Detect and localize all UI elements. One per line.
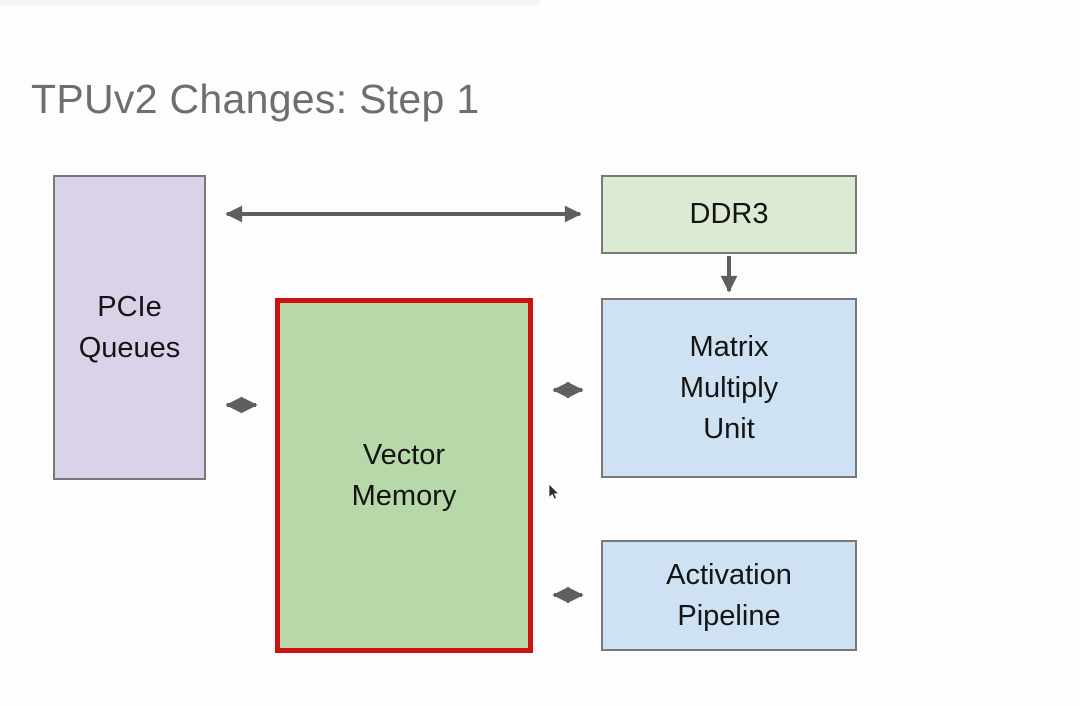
node-vector-memory-highlighted: Vector Memory (275, 298, 533, 653)
node-pcie-queues: PCIe Queues (53, 175, 206, 480)
ddr3-label: DDR3 (689, 198, 769, 230)
slide-title: TPUv2 Changes: Step 1 (31, 76, 480, 122)
top-edge-artifact (0, 0, 540, 5)
activation-pipeline-label: Activation Pipeline (666, 558, 792, 632)
mouse-cursor-icon (548, 483, 560, 500)
node-activation-pipeline: Activation Pipeline (601, 540, 857, 651)
pcie-queues-label: PCIe Queues (78, 290, 181, 364)
node-matrix-multiply-unit: Matrix Multiply Unit (601, 298, 857, 478)
vector-memory-label: Vector Memory (351, 438, 457, 512)
node-ddr3: DDR3 (601, 175, 857, 254)
matrix-multiply-unit-label: Matrix Multiply Unit (679, 330, 779, 445)
